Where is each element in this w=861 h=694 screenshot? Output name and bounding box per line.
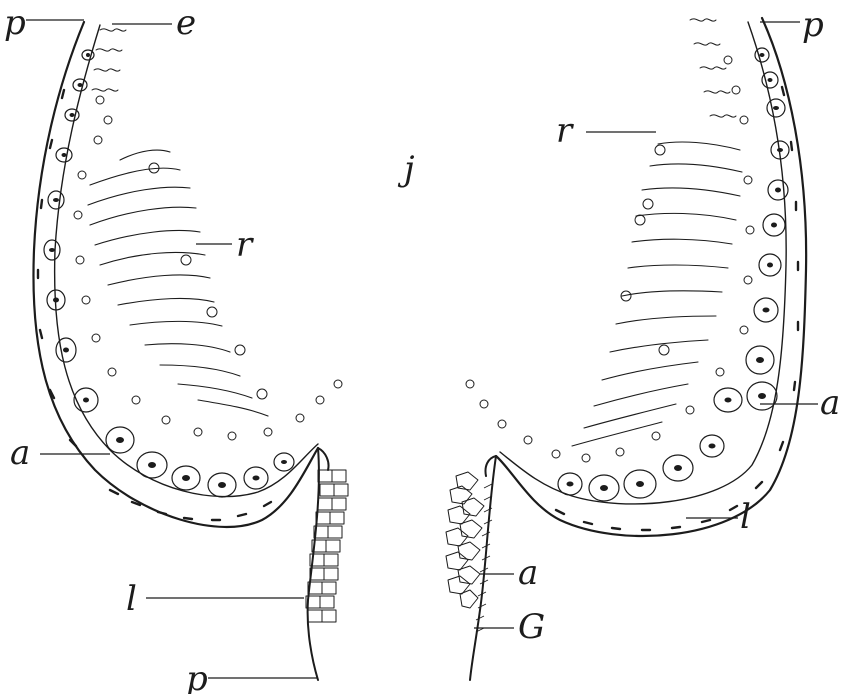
right-epithelium-top	[690, 19, 736, 117]
right-stalk-cells	[446, 472, 484, 608]
left-stalk-cells	[306, 470, 348, 622]
label-r-left: r	[236, 225, 254, 265]
left-villi	[88, 150, 268, 416]
right-wall-cells	[558, 48, 789, 501]
label-a-bottom: a	[518, 553, 538, 593]
label-G: G	[518, 607, 545, 647]
right-inner-wall	[500, 22, 786, 504]
leader-lines	[26, 20, 818, 678]
left-lumen-cells	[74, 96, 342, 440]
label-p-top-left: p	[4, 3, 26, 43]
right-outer-wall	[496, 18, 806, 536]
left-stalk-outline	[308, 448, 329, 680]
left-epithelium-top	[92, 29, 126, 91]
label-a-right: a	[820, 383, 840, 423]
label-r-right: r	[556, 111, 574, 151]
label-l-right: l	[740, 497, 751, 537]
left-muscle-layer	[38, 90, 271, 520]
right-section	[446, 18, 806, 680]
figure-labels: p e p r j r a a l l a G p	[4, 3, 840, 694]
right-villi	[572, 142, 742, 446]
label-e: e	[176, 3, 196, 43]
label-l-left: l	[126, 579, 137, 619]
left-inner-wall	[55, 25, 318, 497]
left-section	[33, 22, 348, 680]
right-stalk-outline	[470, 456, 496, 680]
label-p-bottom: p	[186, 659, 208, 694]
left-wall-cells	[44, 50, 294, 497]
label-p-top-right: p	[802, 5, 824, 45]
right-muscle-layer	[556, 87, 798, 530]
label-a-left: a	[10, 433, 30, 473]
label-j: j	[397, 149, 415, 189]
